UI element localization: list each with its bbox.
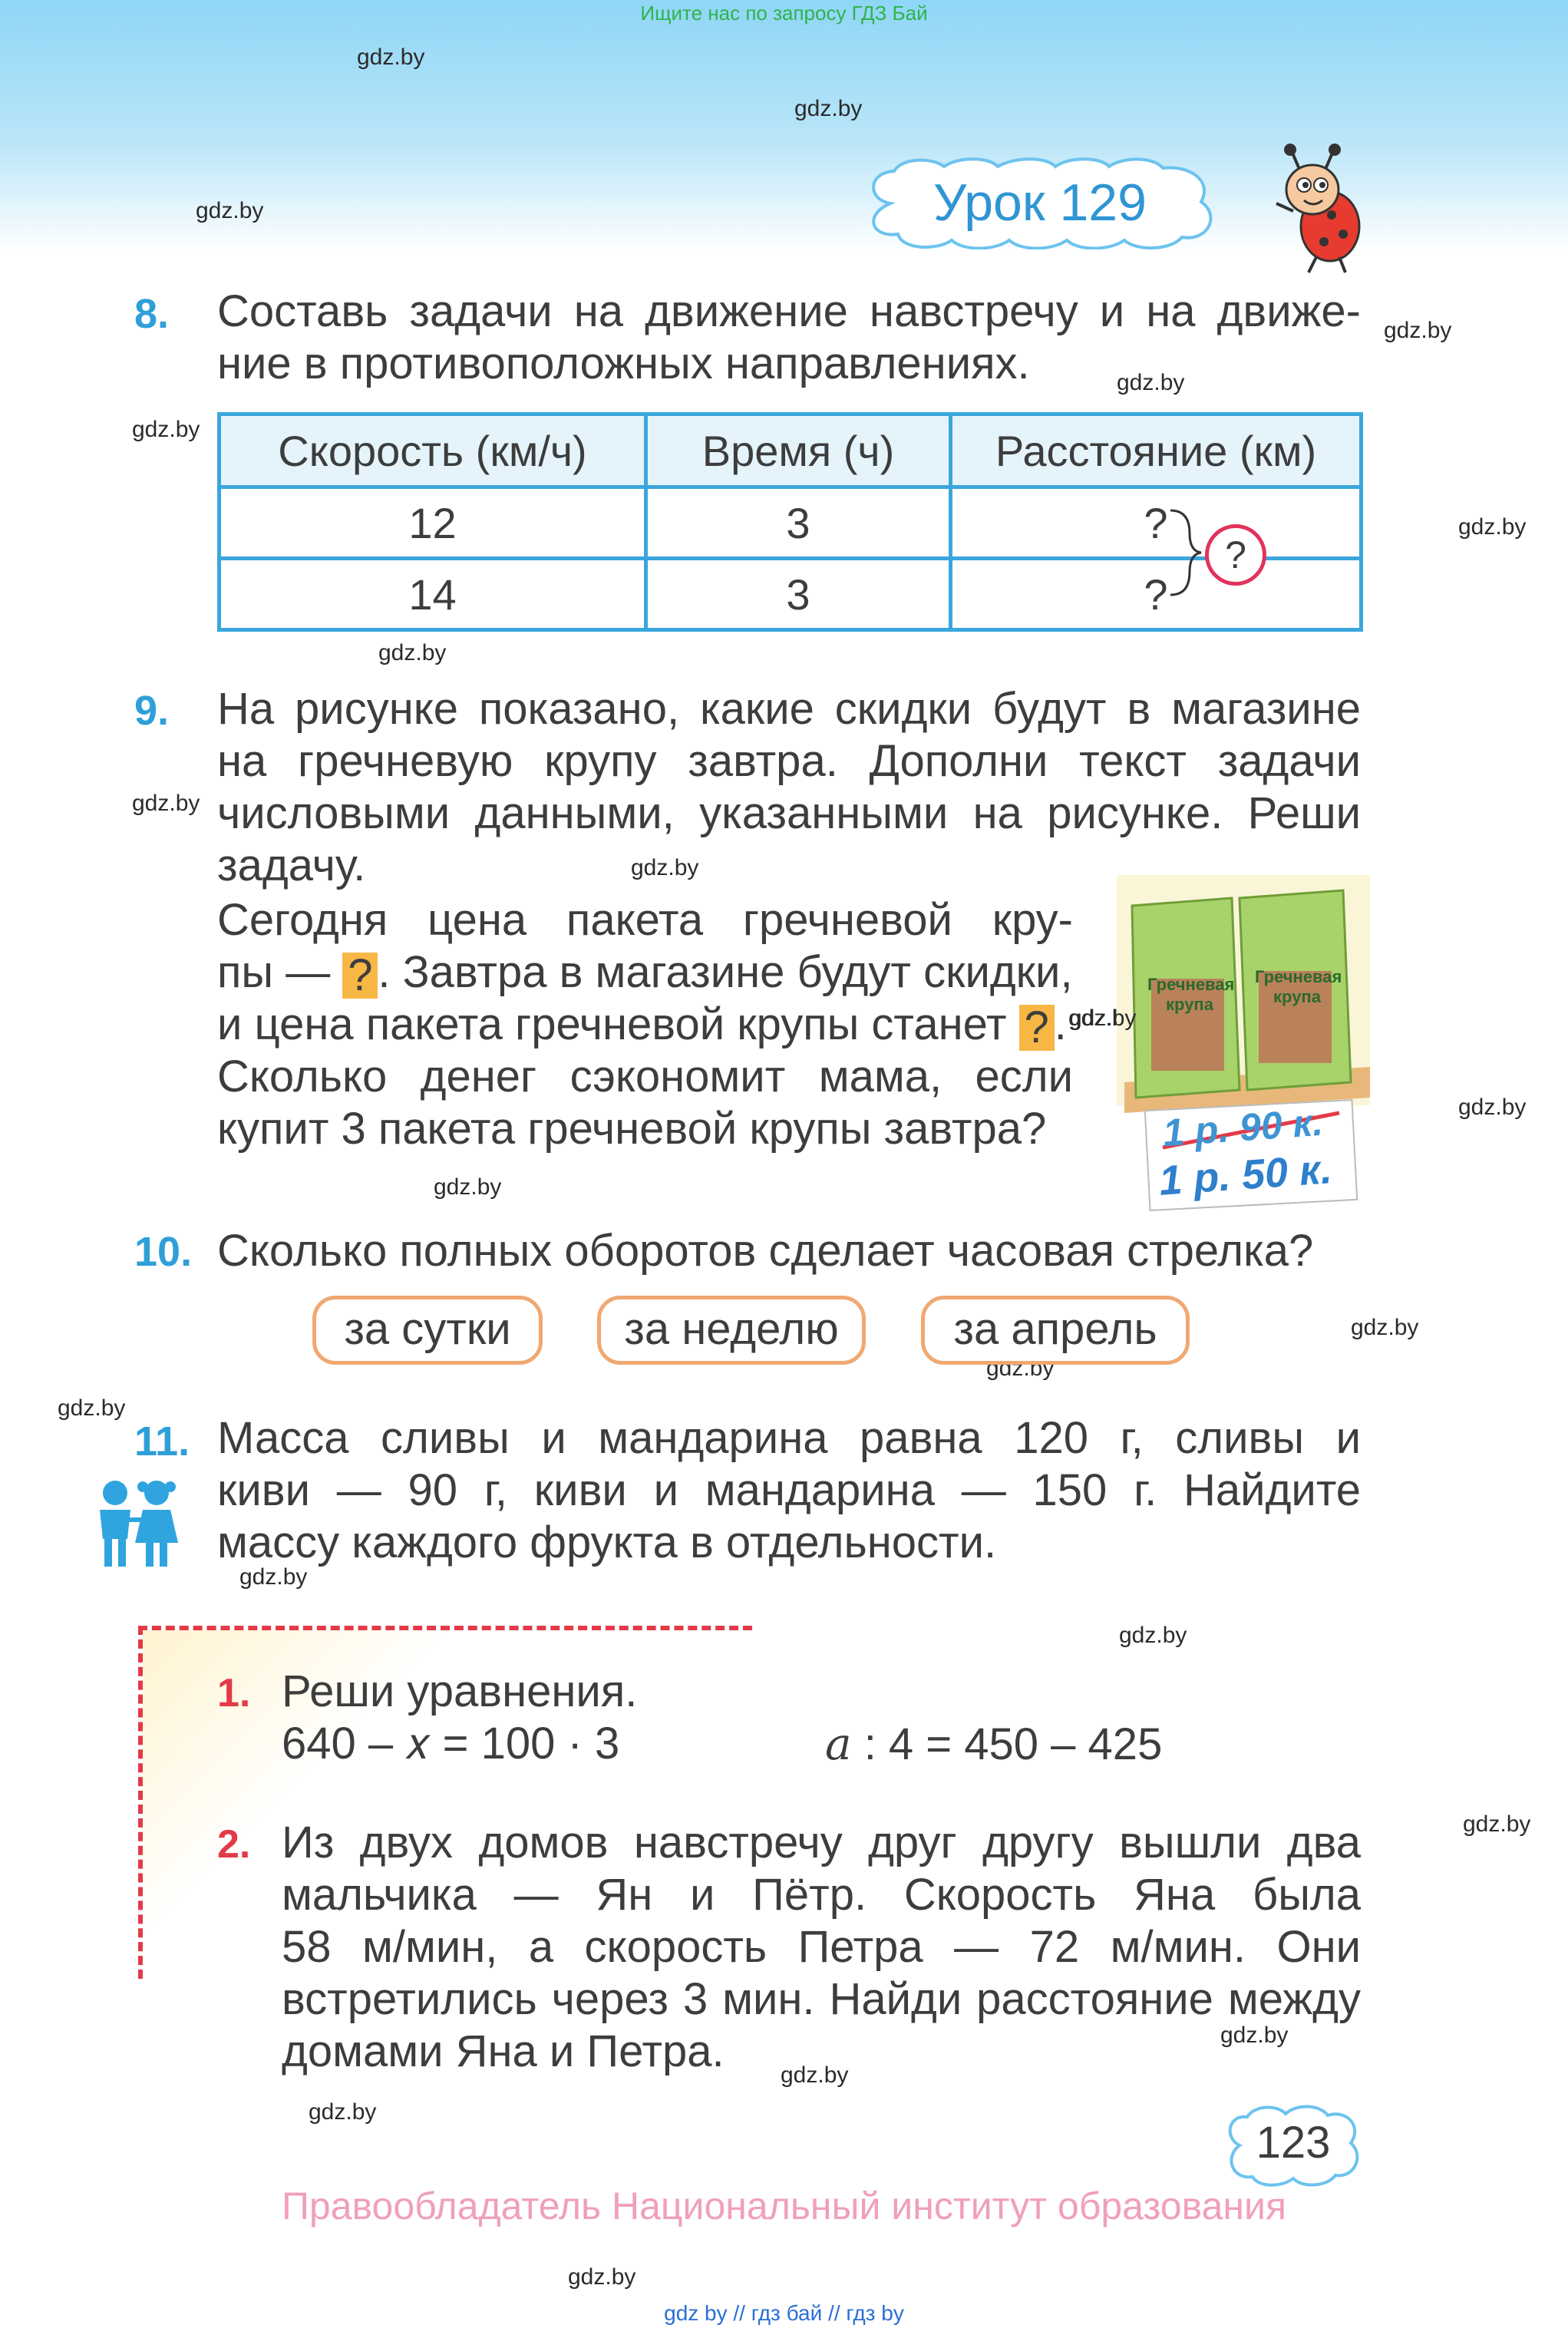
review-1-number: 1. bbox=[217, 1671, 251, 1716]
watermark: gdz.by bbox=[1220, 2023, 1289, 2048]
option-pill-april: за апрель bbox=[921, 1296, 1190, 1365]
watermark: gdz.by bbox=[58, 1395, 126, 1421]
watermark: gdz.by bbox=[568, 2264, 636, 2290]
total-question-circle: ? bbox=[1205, 524, 1266, 586]
task-10-number: 10. bbox=[134, 1229, 193, 1275]
task-11-line: киви — 90 г, киви и мандарина — 150 г. Н… bbox=[217, 1465, 1361, 1515]
review-frame-background bbox=[143, 1630, 834, 1991]
watermark: gdz.by bbox=[1458, 1095, 1527, 1120]
table-cell: 3 bbox=[644, 485, 952, 560]
table-cell: 3 bbox=[644, 556, 952, 632]
option-pill-week: за неделю bbox=[597, 1296, 866, 1365]
watermark: gdz.by bbox=[1463, 1811, 1531, 1837]
task-9-intro-line: на гречневую крупу завтра. Дополни текст… bbox=[217, 736, 1361, 786]
table-header-time: Время (ч) bbox=[644, 412, 952, 489]
cloud-shape-icon bbox=[872, 157, 1213, 249]
bag-label: Гречневая крупа bbox=[1255, 967, 1342, 1006]
buckwheat-picture: Гречневая крупа Гречневая крупа 1 р. 90 … bbox=[1117, 875, 1370, 1213]
watermark: gdz.by bbox=[309, 2099, 377, 2125]
table-cell: ? bbox=[949, 485, 1363, 560]
review-1-title: Реши уравнения. bbox=[282, 1666, 638, 1716]
page-number-badge: 123 bbox=[1220, 2103, 1366, 2188]
watermark: gdz.by bbox=[1351, 1315, 1419, 1340]
table-cell: ? bbox=[949, 556, 1363, 632]
table-row: 12 3 ? bbox=[217, 485, 1363, 560]
watermark: gdz.by bbox=[357, 45, 425, 70]
task-10-text: Сколько полных оборотов сделает часовая … bbox=[217, 1226, 1314, 1276]
task-11-line: Масса сливы и мандарина равна 120 г, сли… bbox=[217, 1413, 1361, 1463]
equation-2-variable: 𝑎 bbox=[825, 1718, 852, 1770]
watermark: gdz.by bbox=[132, 417, 200, 442]
watermark: gdz.by bbox=[1117, 370, 1185, 395]
task-11-line: массу каждого фрукта в отдельности. bbox=[217, 1517, 997, 1567]
task-9-intro-line: числовыми данными, указанными на рисунке… bbox=[217, 788, 1361, 838]
review-2-line: Из двух домов навстречу друг другу вышли… bbox=[282, 1818, 1361, 1867]
review-2-line: мальчика — Ян и Пётр. Скорость Яна была bbox=[282, 1870, 1361, 1920]
buckwheat-bags-icon bbox=[1117, 875, 1370, 1212]
option-pill-day: за сутки bbox=[312, 1296, 543, 1365]
task-9-intro-line: задачу. bbox=[217, 840, 366, 890]
watermark: gdz.by bbox=[434, 1174, 502, 1200]
task-9-problem-text: . Завтра в магазине будут скидки, bbox=[378, 947, 1073, 997]
task-11-number: 11. bbox=[134, 1418, 190, 1465]
watermark: gdz.by bbox=[196, 198, 264, 223]
review-2-line: домами Яна и Петра. bbox=[282, 2026, 725, 2076]
bag-label: Гречневая крупа bbox=[1147, 975, 1235, 1014]
watermark: gdz.by bbox=[1384, 318, 1452, 343]
brace-icon bbox=[1170, 509, 1202, 596]
equation-2-rest: : 4 = 450 – 425 bbox=[851, 1719, 1163, 1769]
top-search-note: Ищите нас по запросу ГДЗ Бай bbox=[640, 2, 928, 25]
equation-2: 𝑎 : 4 = 450 – 425 bbox=[825, 1718, 1362, 1771]
task-8-text-line2: ние в противоположных направлениях. bbox=[217, 338, 1030, 388]
page-number-cloud-icon bbox=[1228, 2105, 1359, 2187]
page-number: 123 bbox=[1256, 2118, 1331, 2168]
task-9-problem-line: пы — ?. Завтра в магазине будут скидки, bbox=[217, 946, 1084, 999]
table-row: 14 3 ? bbox=[217, 556, 1363, 632]
watermark: gdz.by bbox=[1458, 514, 1527, 540]
price-tomorrow-placeholder: ? bbox=[1018, 1004, 1055, 1051]
task-9-number: 9. bbox=[134, 688, 170, 734]
task-8-number: 8. bbox=[134, 291, 170, 337]
table-cell: 12 bbox=[217, 485, 648, 560]
watermark: gdz.by bbox=[239, 1564, 308, 1590]
task-9-problem-line: Сколько денег сэкономит мама, если bbox=[217, 1052, 1073, 1101]
review-frame-left-border bbox=[138, 1626, 143, 1979]
table-header-distance: Расстояние (км) bbox=[949, 412, 1363, 489]
footer-links: gdz by // гдз бай // гдз by bbox=[664, 2301, 904, 2325]
task-9-problem-line: Сегодня цена пакета гречневой кру- bbox=[217, 895, 1073, 945]
task-9-problem-line: и цена пакета гречневой крупы станет ?. bbox=[217, 999, 1067, 1052]
table-cell: 14 bbox=[217, 556, 648, 632]
price-today-placeholder: ? bbox=[342, 952, 378, 999]
watermark: gdz.by bbox=[631, 855, 699, 880]
task-8-table: Скорость (км/ч) Время (ч) Расстояние (км… bbox=[217, 412, 1363, 632]
review-frame-top-border bbox=[138, 1626, 752, 1630]
review-2-number: 2. bbox=[217, 1822, 251, 1867]
task-9-intro-line: На рисунке показано, какие скидки будут … bbox=[217, 684, 1361, 734]
review-2-line: 58 м/мин, а скорость Петра — 72 м/мин. О… bbox=[282, 1922, 1361, 1972]
ladybug-icon bbox=[1270, 142, 1370, 280]
task-9-problem-line: купит 3 пакета гречневой крупы завтра? bbox=[217, 1104, 1047, 1154]
table-header-speed: Скорость (км/ч) bbox=[217, 412, 648, 489]
lesson-title-cloud: Урок 129 bbox=[860, 157, 1220, 249]
copyright-notice: Правообладатель Национальный институт об… bbox=[281, 2184, 1287, 2227]
watermark: gdz.by bbox=[1068, 1006, 1137, 1031]
watermark: gdz.by bbox=[1119, 1623, 1187, 1648]
pair-work-icon bbox=[100, 1481, 178, 1567]
table-header-row: Скорость (км/ч) Время (ч) Расстояние (км… bbox=[217, 412, 1363, 489]
task-9-problem-text: пы — bbox=[217, 947, 331, 997]
watermark: gdz.by bbox=[378, 640, 447, 665]
watermark: gdz.by bbox=[132, 791, 200, 816]
task-9-problem-text: и цена пакета гречневой крупы станет bbox=[217, 999, 1007, 1049]
watermark: gdz.by bbox=[794, 96, 863, 121]
task-8-text-line1: Составь задачи на движение навстречу и н… bbox=[217, 286, 1361, 336]
equation-1: 640 – 𝑥 = 100 · 3 bbox=[282, 1719, 620, 1768]
review-2-line: встретились через 3 мин. Найди расстояни… bbox=[282, 1974, 1361, 2024]
lesson-title: Урок 129 bbox=[933, 173, 1147, 232]
watermark: gdz.by bbox=[781, 2062, 849, 2088]
